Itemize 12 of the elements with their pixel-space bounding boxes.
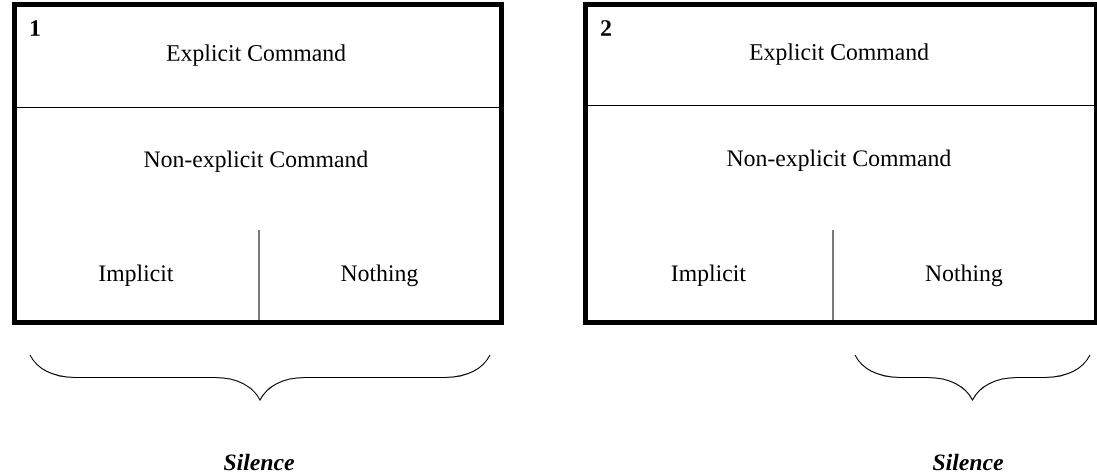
caption-label: Silence	[932, 453, 1004, 471]
cell: Implicit	[99, 264, 174, 287]
cell: Non-explicit Command	[727, 149, 951, 172]
cell: Non-explicit Command	[144, 150, 368, 173]
header-box: Explicit Command 1	[12, 2, 501, 109]
header-box: Explicit Command 2	[583, 2, 1096, 107]
frame-box	[12, 2, 504, 325]
cell: Implicit	[671, 264, 746, 287]
caption-label: Silence	[223, 453, 295, 471]
cell: Nothing	[925, 264, 1003, 287]
cell: Nothing	[341, 264, 418, 287]
frame-box	[583, 2, 1097, 325]
